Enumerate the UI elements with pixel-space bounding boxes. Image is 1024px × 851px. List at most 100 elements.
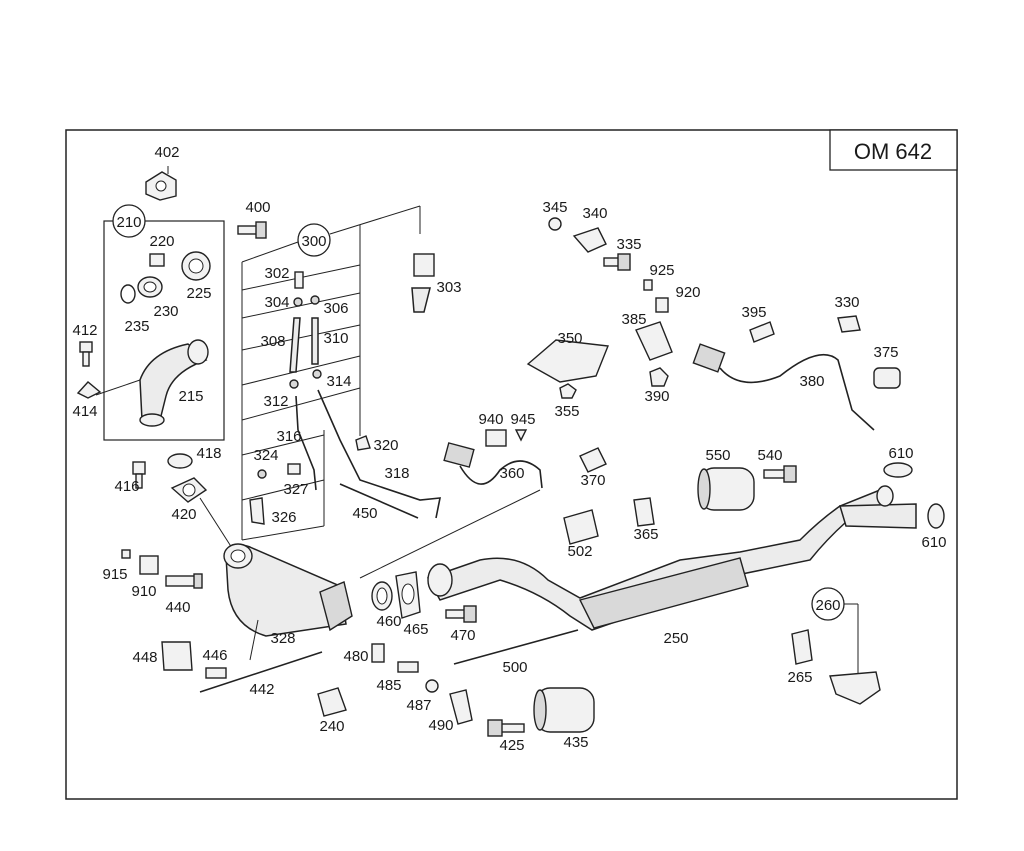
label-490: 490 (428, 717, 453, 734)
label-328: 328 (270, 630, 295, 647)
part-945-clip[interactable] (514, 429, 528, 442)
label-465: 465 (403, 621, 428, 638)
part-418-gasket[interactable] (167, 453, 193, 469)
part-350-heat-shield[interactable] (526, 339, 609, 383)
part-420-flange[interactable] (170, 477, 208, 503)
part-265-rubber-hanger[interactable] (791, 629, 813, 665)
part-412-bolt[interactable] (79, 341, 93, 367)
label-480: 480 (343, 648, 368, 665)
part-340-bracket[interactable] (572, 227, 607, 253)
part-324-clip[interactable] (257, 469, 267, 479)
part-250-center-exhaust[interactable] (426, 485, 917, 631)
part-485-bolt[interactable] (397, 661, 419, 673)
label-340: 340 (582, 205, 607, 222)
part-416-bolt[interactable] (132, 461, 146, 489)
label-485: 485 (376, 677, 401, 694)
label-380: 380 (799, 373, 824, 390)
part-318-pipe[interactable] (317, 389, 441, 519)
part-303-pressure-sensor[interactable] (411, 253, 435, 313)
part-330-clip[interactable] (837, 315, 861, 333)
part-308-hose[interactable] (289, 317, 301, 373)
label-370: 370 (580, 472, 605, 489)
part-327-fitting[interactable] (287, 463, 301, 475)
part-550-rubber-mount[interactable] (697, 467, 755, 511)
label-500: 500 (502, 659, 527, 676)
label-306: 306 (323, 300, 348, 317)
part-365-hanger[interactable] (633, 497, 655, 527)
label-240: 240 (319, 718, 344, 735)
part-335-bolt[interactable] (603, 253, 631, 271)
part-326-bracket[interactable] (249, 497, 265, 525)
part-215-elbow-pipe[interactable] (139, 339, 209, 427)
part-220-bolt[interactable] (149, 253, 165, 267)
label-442: 442 (249, 681, 274, 698)
part-316-pipe[interactable] (295, 395, 317, 491)
part-370-hanger[interactable] (579, 447, 607, 473)
part-925-plug[interactable] (643, 279, 653, 291)
part-375-holder[interactable] (873, 367, 901, 389)
part-446-bolt[interactable] (205, 667, 227, 679)
part-306-clip[interactable] (310, 295, 320, 305)
part-442-cable[interactable] (199, 651, 323, 693)
part-540-bolt[interactable] (763, 465, 797, 483)
part-940-connector[interactable] (485, 429, 507, 447)
part-328-particulate-filter[interactable] (223, 543, 353, 637)
part-915-plug[interactable] (121, 549, 131, 559)
part-440-temperature-sensor[interactable] (165, 573, 203, 589)
part-470-bolt[interactable] (445, 605, 477, 623)
part-240-bracket[interactable] (317, 687, 347, 717)
label-314: 314 (326, 373, 351, 390)
label-320: 320 (373, 437, 398, 454)
part-225-clamp[interactable] (181, 251, 211, 281)
part-310-hose[interactable] (311, 317, 319, 365)
diagram-frame (65, 129, 958, 800)
label-915: 915 (102, 566, 127, 583)
label-446: 446 (202, 647, 227, 664)
part-450-rod[interactable] (339, 483, 419, 519)
part-490-bracket[interactable] (449, 689, 473, 725)
label-318: 318 (384, 465, 409, 482)
part-502-bracket[interactable] (563, 509, 599, 545)
part-460-gasket[interactable] (371, 581, 393, 611)
part-395-clip[interactable] (749, 321, 775, 343)
part-360-exhaust-sensor[interactable] (443, 442, 543, 489)
part-400-screw[interactable] (237, 221, 267, 239)
label-945: 945 (510, 411, 535, 428)
part-385-bracket[interactable] (635, 321, 673, 361)
part-465-flange[interactable] (395, 571, 421, 619)
part-480-plate[interactable] (371, 643, 385, 663)
part-487-washer[interactable] (425, 679, 439, 693)
part-380-oxygen-sensor[interactable] (692, 343, 875, 431)
part-345-nut[interactable] (548, 217, 562, 231)
label-302: 302 (264, 265, 289, 282)
part-610-clamp-lower[interactable] (927, 503, 945, 529)
part-920-clip[interactable] (655, 297, 669, 313)
part-260-mount-bracket[interactable] (829, 671, 881, 705)
part-425-bolt[interactable] (487, 719, 525, 737)
part-230-gasket[interactable] (137, 276, 163, 298)
label-414: 414 (72, 403, 97, 420)
label-448: 448 (132, 649, 157, 666)
part-910-connector[interactable] (139, 555, 159, 575)
label-418: 418 (196, 445, 221, 462)
part-320-clip[interactable] (355, 435, 371, 451)
part-390-nut[interactable] (649, 367, 669, 387)
part-414-bracket[interactable] (76, 381, 102, 399)
label-925: 925 (649, 262, 674, 279)
label-225: 225 (186, 285, 211, 302)
part-304-clip[interactable] (293, 297, 303, 307)
part-235-ring[interactable] (120, 284, 136, 304)
part-435-rubber-mount[interactable] (533, 687, 595, 733)
part-610-clamp-upper[interactable] (883, 462, 913, 478)
part-402-gasket-plate[interactable] (145, 171, 177, 201)
label-402: 402 (154, 144, 179, 161)
part-312-clip[interactable] (289, 379, 299, 389)
part-500-cable[interactable] (453, 629, 579, 665)
label-365: 365 (633, 526, 658, 543)
part-314-clip[interactable] (312, 369, 322, 379)
part-302-sensor[interactable] (294, 271, 304, 289)
part-355-nut[interactable] (559, 383, 577, 399)
label-920: 920 (675, 284, 700, 301)
part-448-clamp[interactable] (161, 641, 193, 671)
